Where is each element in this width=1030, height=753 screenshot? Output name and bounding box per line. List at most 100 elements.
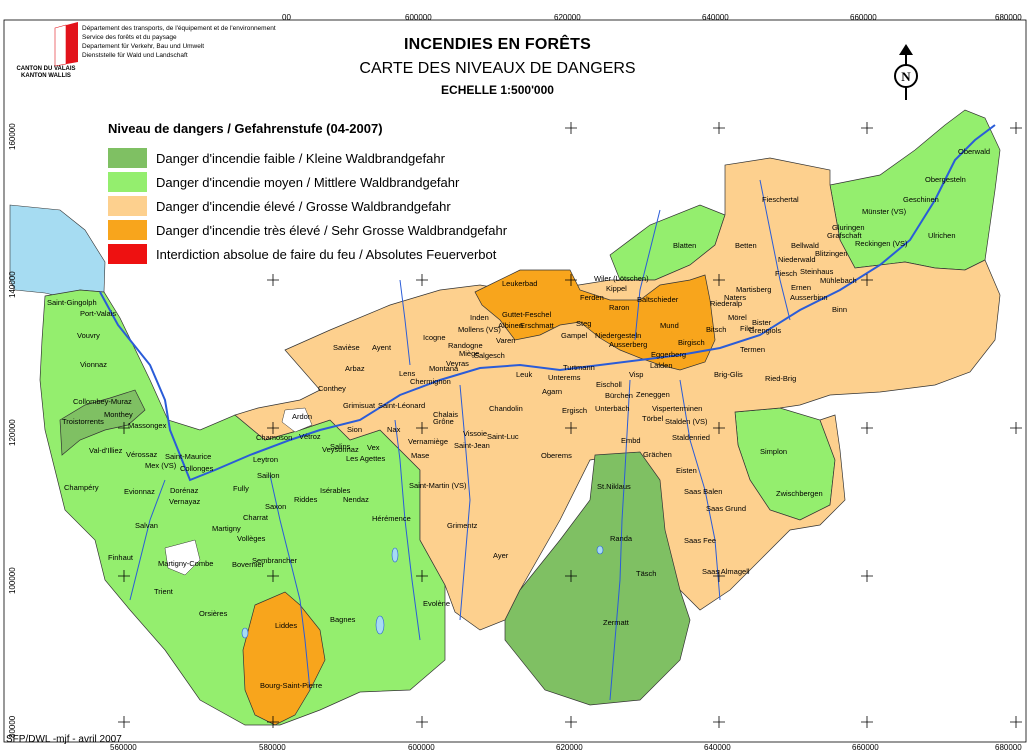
place-label: Bister [752,318,772,327]
place-label: Fiesch [775,269,797,278]
canton-logo [54,22,78,67]
place-label: Guttet-Feschel [502,310,552,319]
legend-label: Danger d'incendie élevé / Grosse Waldbra… [156,198,451,214]
place-label: Vex [367,443,380,452]
place-label: Bourg-Saint-Pierre [260,681,322,690]
footer-credit: SFP/DWL -mjf - avril 2007 [6,734,122,745]
place-label: Evolène [423,599,450,608]
place-label: Sembrancher [252,556,298,565]
small-lakes [241,545,604,639]
place-label: Ayer [493,551,509,560]
place-label: Naters [724,293,746,302]
place-label: Staldenried [672,433,710,442]
place-label: Nax [387,425,401,434]
place-label: Oberwald [958,147,990,156]
place-label: Charrat [243,513,269,522]
place-label: Isérables [320,486,351,495]
legend-swatch [108,172,147,192]
place-label: Martigny-Combe [158,559,213,568]
place-label: Leytron [253,455,278,464]
place-label: Massongex [128,421,167,430]
legend-label: Danger d'incendie faible / Kleine Waldbr… [156,150,445,166]
legend-swatch [108,196,147,216]
place-label: Bovernier [232,560,265,569]
place-label: Saillon [257,471,280,480]
place-label: Eisten [676,466,697,475]
place-label: Saint-Gingolph [47,298,97,307]
place-label: Grafschaft [827,231,863,240]
place-label: Baltschieder [637,295,679,304]
place-label: Salins [330,442,351,451]
legend-item-medium: Danger d'incendie moyen / Mittlere Waldb… [108,170,507,194]
place-label: Bürchen [605,391,633,400]
place-label: Grimentz [447,521,478,530]
place-label: Saint-Maurice [165,452,211,461]
place-label: Gampel [561,331,588,340]
logo-line-4: Dienststelle für Wald und Landschaft [82,52,188,59]
map-title: INCENDIES EN FORÊTS [404,36,591,53]
place-label: Dorénaz [170,486,199,495]
place-label: Grengiols [749,326,781,335]
tick-bottom: 580000 [259,743,286,752]
logo-line-1: Département des transports, de l'équipem… [82,25,276,32]
place-label: St.Niklaus [597,482,631,491]
place-label: Port-Valais [80,309,116,318]
place-label: Evionnaz [124,487,155,496]
place-label: Vollèges [237,534,266,543]
place-label: Champéry [64,483,99,492]
tick-bottom: 600000 [408,743,435,752]
legend-swatch [108,220,147,240]
tick-top: 680000 [995,13,1022,22]
place-label: Saas Grund [706,504,746,513]
gap-martigny [164,539,201,576]
place-label: Les Agettes [346,454,385,463]
place-label: Nendaz [343,495,369,504]
place-label: Finhaut [108,553,134,562]
place-label: Ayent [372,343,392,352]
place-label: Montana [429,364,459,373]
place-label: Salvan [135,521,158,530]
place-label: Arbaz [345,364,365,373]
logo-canton: CANTON DU VALAIS KANTON WALLIS [14,66,78,80]
place-label: Münster (VS) [862,207,907,216]
place-label: Mex (VS) [145,461,177,470]
place-label: Varen [496,336,515,345]
place-label: Vouvry [77,331,100,340]
place-label: Vétroz [299,432,321,441]
place-label: Icogne [423,333,446,342]
place-label: Collombey-Muraz [73,397,132,406]
place-label: Kippel [606,284,627,293]
tick-bottom: 680000 [995,743,1022,752]
tick-top: 640000 [702,13,729,22]
place-label: Raron [609,303,629,312]
tick-top: 600000 [405,13,432,22]
zone-veryhigh-liddes [242,591,326,726]
place-label: Mühlebach [820,276,857,285]
place-label: Vissoie [463,429,487,438]
place-label: Visp [629,370,643,379]
place-label: Zwischbergen [776,489,823,498]
place-label: Ulrichen [928,231,956,240]
place-label: Martisberg [736,285,771,294]
place-label: Saint-Martin (VS) [409,481,467,490]
place-label: Collonges [180,464,214,473]
place-label: Niedergesteln [595,331,641,340]
place-label: Fieschertal [762,195,799,204]
logo-text: Département des transports, de l'équipem… [82,24,276,60]
place-label: Vionnaz [80,360,107,369]
place-label: Obergesteln [925,175,966,184]
place-label: Saint-Léonard [378,401,425,410]
place-label: Embd [621,436,641,445]
place-label: Bitsch [706,325,726,334]
place-label: Riddes [294,495,318,504]
place-label: Ried-Brig [765,374,796,383]
tick-left: 100000 [8,567,17,594]
place-label: Törbel [642,414,664,423]
place-label: Orsières [199,609,228,618]
title-block: INCENDIES EN FORÊTS CARTE DES NIVEAUX DE… [330,36,665,97]
place-label: Täsch [636,569,656,578]
place-label: Betten [735,241,757,250]
tick-top: 620000 [554,13,581,22]
